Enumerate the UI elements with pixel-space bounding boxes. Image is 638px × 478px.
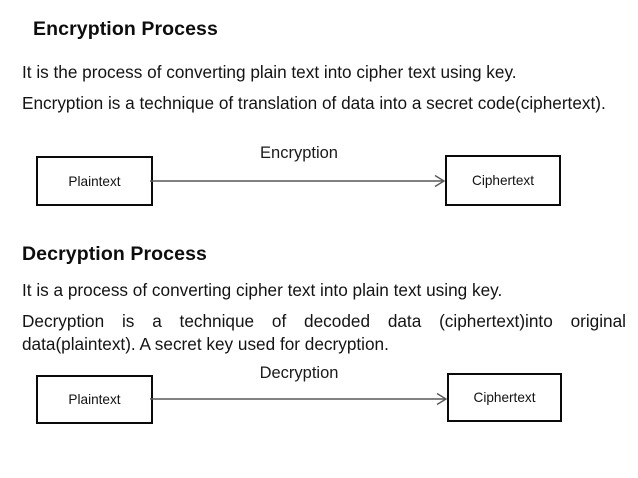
encryption-ciphertext-label: Ciphertext [472,173,534,188]
encryption-diagram: Plaintext Encryption Ciphertext [0,144,638,212]
decryption-paragraph-2: Decryption is a technique of decoded dat… [22,311,626,354]
page-title-decryption: Decryption Process [22,243,207,265]
decryption-arrow-label: Decryption [259,364,339,382]
decryption-diagram: Plaintext Decryption Ciphertext [0,364,638,430]
decryption-ciphertext-label: Ciphertext [473,390,536,405]
decryption-plaintext-box: Plaintext [36,375,153,424]
encryption-paragraph-2: Encryption is a technique of translation… [22,93,606,113]
decryption-paragraph-1: It is a process of converting cipher tex… [22,280,503,300]
encryption-plaintext-label: Plaintext [68,173,121,189]
encryption-arrow-icon [150,174,446,188]
decryption-plaintext-label: Plaintext [68,392,121,407]
decryption-arrow-icon [150,392,448,406]
decryption-ciphertext-box: Ciphertext [447,373,562,422]
encryption-plaintext-box: Plaintext [36,156,153,206]
page-title-encryption: Encryption Process [33,18,218,40]
encryption-ciphertext-box: Ciphertext [445,155,561,206]
encryption-arrow-label: Encryption [260,144,338,162]
encryption-paragraph-1: It is the process of converting plain te… [22,62,517,82]
